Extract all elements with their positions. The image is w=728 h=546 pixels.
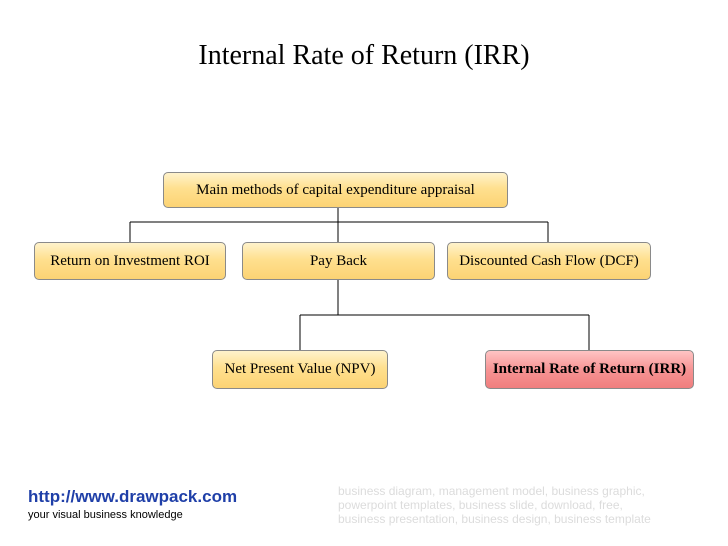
node-label: Net Present Value (NPV) (224, 361, 376, 377)
node-pay-back: Pay Back (242, 242, 435, 280)
node-return-on-investment: Return on Investment ROI (34, 242, 226, 280)
page-title: Internal Rate of Return (IRR) (198, 40, 530, 71)
node-label: Return on Investment ROI (50, 252, 210, 269)
node-discounted-cash-flow: Discounted Cash Flow (DCF) (447, 242, 651, 280)
root-node-label: Main methods of capital expenditure appr… (196, 181, 475, 198)
keywords-line: business diagram, management model, busi… (338, 484, 645, 498)
root-node-capital-expenditure-appraisal: Main methods of capital expenditure appr… (163, 172, 508, 208)
keywords-line: business presentation, business design, … (338, 512, 651, 526)
node-internal-rate-of-return: Internal Rate of Return (IRR) (485, 350, 694, 389)
footer-url-link[interactable]: http://www.drawpack.com (28, 487, 238, 506)
keywords-watermark: business diagram, management model, busi… (338, 484, 718, 526)
node-net-present-value: Net Present Value (NPV) (212, 350, 388, 389)
keywords-line: powerpoint templates, business slide, do… (338, 498, 623, 512)
node-label: Internal Rate of Return (IRR) (492, 361, 687, 377)
node-label: Discounted Cash Flow (DCF) (459, 252, 639, 269)
node-label: Pay Back (309, 252, 368, 269)
footer-tagline: your visual business knowledge (28, 509, 183, 521)
